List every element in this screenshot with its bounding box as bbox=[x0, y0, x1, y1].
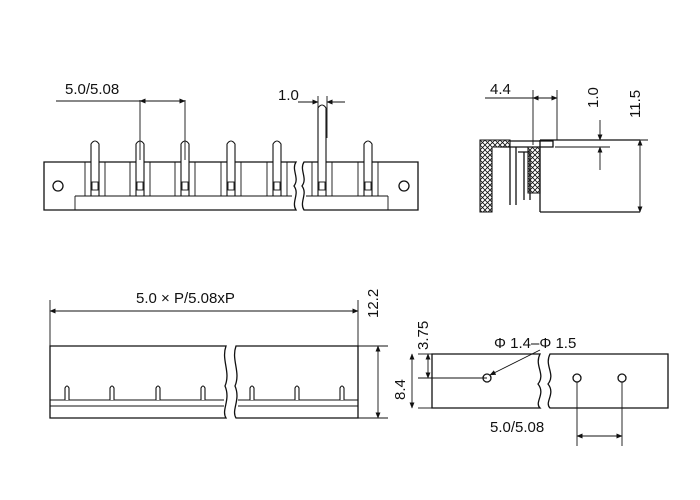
pin-mark bbox=[318, 181, 326, 191]
hole-2 bbox=[572, 373, 582, 383]
pin-pocket bbox=[357, 162, 379, 197]
pin-mark bbox=[227, 181, 235, 191]
pin-group bbox=[84, 104, 379, 197]
front-view-bottom: 5.0 × P/5.08xP 12.2 bbox=[49, 289, 388, 419]
pin-mark bbox=[364, 181, 372, 191]
pin-mark bbox=[136, 181, 144, 191]
pin-tip bbox=[155, 385, 161, 400]
dim-height-12-2: 12.2 bbox=[365, 289, 382, 318]
dim-side-11-5: 11.5 bbox=[627, 90, 644, 118]
pin-mark bbox=[91, 181, 99, 191]
dim-side-1-0: 1.0 bbox=[585, 87, 602, 108]
dim-pin-width: 1.0 bbox=[278, 87, 299, 104]
top-view-holes: Φ 1.4–Φ 1.5 3.75 8.4 5.0/5.08 bbox=[392, 321, 669, 446]
dim-height-8-4: 8.4 bbox=[392, 379, 409, 400]
plate-right bbox=[547, 353, 669, 409]
dim-bottom-pitch: 5.0/5.08 bbox=[490, 419, 544, 436]
pin bbox=[317, 104, 327, 197]
header-body-left bbox=[43, 161, 298, 211]
side-view: 4.4 1.0 11.5 bbox=[479, 81, 648, 213]
pin-pocket bbox=[84, 162, 106, 197]
pin-tip bbox=[200, 385, 206, 400]
dim-side-4-4: 4.4 bbox=[490, 81, 511, 98]
mounting-hole-right bbox=[398, 180, 410, 192]
housing-section bbox=[479, 139, 511, 213]
small-pin-group bbox=[64, 385, 345, 400]
pin-tip bbox=[64, 385, 70, 400]
mounting-hole-left bbox=[52, 180, 64, 192]
pin-pocket bbox=[129, 162, 151, 197]
pin-pocket bbox=[266, 162, 288, 197]
side-pin bbox=[500, 140, 554, 205]
long-body-left bbox=[49, 345, 228, 419]
dim-overall-length: 5.0 × P/5.08xP bbox=[136, 290, 235, 307]
front-view-top: 5.0/5.08 1.0 bbox=[43, 81, 419, 211]
pin-pocket bbox=[220, 162, 242, 197]
dim-hole-diameter: Φ 1.4–Φ 1.5 bbox=[494, 335, 576, 352]
dim-top-pitch: 5.0/5.08 bbox=[65, 81, 119, 98]
dim-offset-3-75: 3.75 bbox=[415, 321, 432, 350]
pin-tip bbox=[249, 385, 255, 400]
pin-mark bbox=[273, 181, 281, 191]
hole-3 bbox=[617, 373, 627, 383]
pin-mark bbox=[181, 181, 189, 191]
pin-tip bbox=[109, 385, 115, 400]
header-body-right bbox=[301, 161, 419, 211]
pin-tip bbox=[294, 385, 300, 400]
pin-tip bbox=[339, 385, 345, 400]
plate-left bbox=[431, 353, 542, 409]
long-body-right bbox=[233, 345, 359, 419]
pin-pocket bbox=[311, 162, 333, 197]
pin-pocket bbox=[174, 162, 196, 197]
